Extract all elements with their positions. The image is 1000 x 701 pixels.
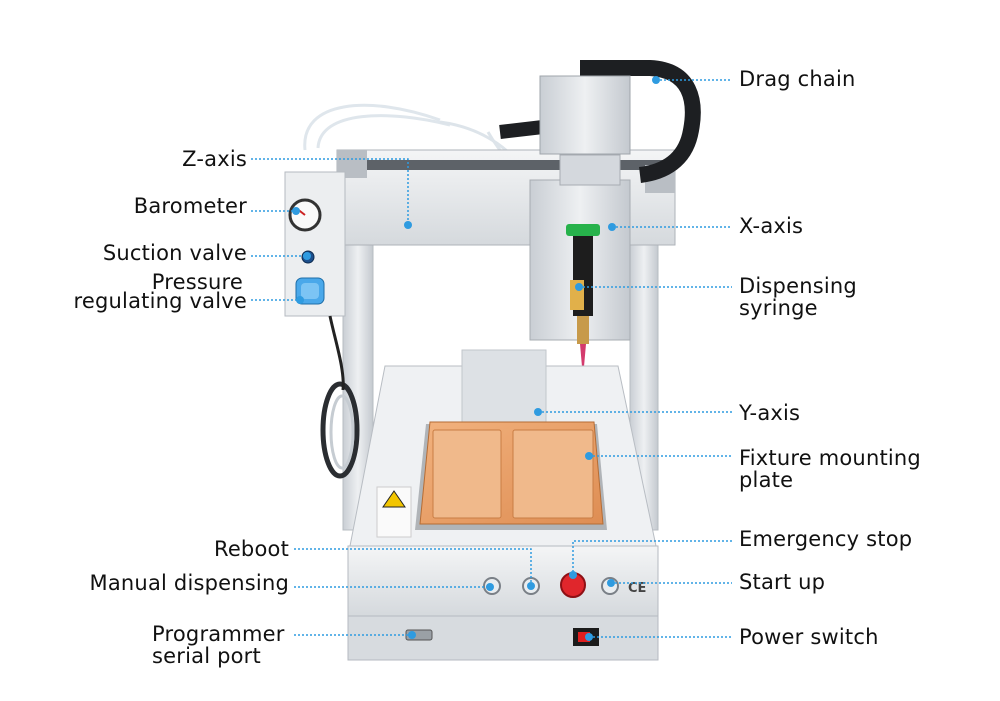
- air-tube: [303, 103, 441, 151]
- label-emergency-stop: Emergency stop: [739, 527, 913, 551]
- leader-reboot: [294, 548, 532, 586]
- label-pressure-valve-line2: regulating valve: [73, 289, 247, 313]
- leader-emergency-stop: [572, 540, 732, 575]
- label-suction-valve: Suction valve: [102, 241, 247, 265]
- label-serial-port-line1: Programmer: [152, 622, 285, 646]
- beam-groove: [345, 160, 665, 170]
- cable-coil: [320, 381, 360, 479]
- ce-mark: CE: [628, 581, 646, 596]
- label-pressure-valve-line1: Pressure: [151, 270, 243, 294]
- leader-z-axis: [251, 158, 409, 225]
- label-drag-chain: Drag chain: [739, 67, 856, 91]
- label-start-up: Start up: [739, 570, 826, 594]
- label-power-switch: Power switch: [739, 625, 879, 649]
- label-x-axis: X-axis: [739, 214, 804, 238]
- label-syringe-line2: syringe: [739, 296, 818, 320]
- z-axis-motor-box: [539, 75, 631, 155]
- label-fixture-line2: plate: [739, 468, 794, 492]
- label-serial-port-line2: serial port: [152, 644, 261, 668]
- label-barometer: Barometer: [133, 194, 247, 218]
- leader-dots: [292, 76, 660, 641]
- label-manual-dispensing: Manual dispensing: [89, 571, 289, 595]
- fixture-plate: [415, 421, 607, 530]
- air-tube: [316, 114, 451, 149]
- syringe-clamp: [566, 224, 600, 236]
- label-y-axis: Y-axis: [739, 401, 801, 425]
- leader-lines: [251, 79, 732, 638]
- label-z-axis: Z-axis: [182, 147, 247, 171]
- label-reboot: Reboot: [213, 537, 289, 561]
- drag-chain: [580, 60, 701, 183]
- y-axis-rail: [461, 349, 547, 431]
- lower-panel: [347, 615, 659, 661]
- label-fixture-line1: Fixture mounting: [739, 446, 921, 470]
- syringe-needle: [580, 344, 586, 378]
- label-syringe-line1: Dispensing: [739, 274, 857, 298]
